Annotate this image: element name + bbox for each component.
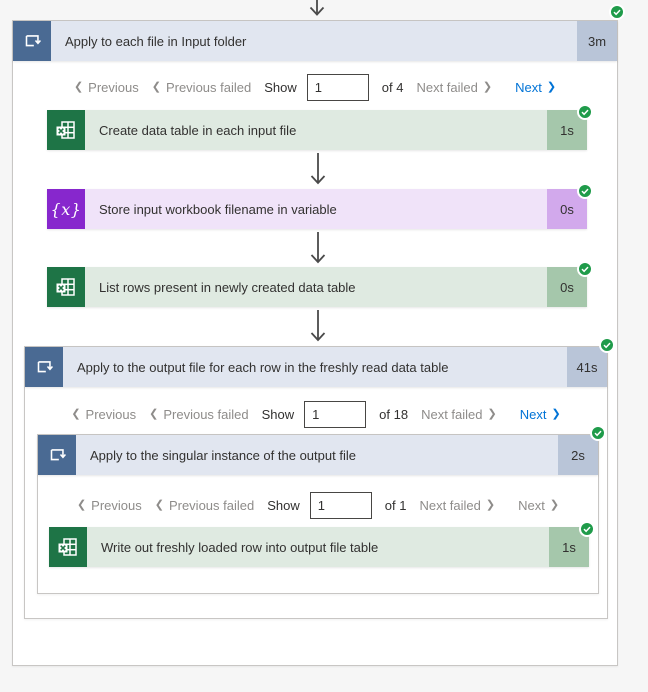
- loop-card-output-file-rows: Apply to the output file for each row in…: [24, 337, 615, 619]
- duration-chip: 3m: [577, 21, 617, 61]
- chevron-right-icon: ❯: [485, 498, 496, 511]
- action-title: Store input workbook filename in variabl…: [85, 189, 547, 229]
- connector-arrow: [308, 310, 328, 344]
- pager-previous-button[interactable]: ❮ Previous: [73, 79, 139, 95]
- pager-next-button[interactable]: Next ❯: [515, 79, 557, 95]
- loop-header-singular-instance[interactable]: Apply to the singular instance of the ou…: [38, 425, 606, 475]
- success-check-icon: [590, 425, 606, 441]
- pager-show-label: Show: [267, 497, 300, 513]
- pager-next-button[interactable]: Next ❯: [519, 406, 561, 422]
- pager-next-failed-button[interactable]: Next failed ❯: [419, 497, 496, 513]
- pager-page-input[interactable]: [304, 400, 367, 428]
- pager-row-loop: ❮ Previous ❮ Previous failed Show of 18 …: [25, 399, 607, 429]
- loop-title: Apply to the singular instance of the ou…: [76, 435, 558, 475]
- pager-previous-failed-button[interactable]: ❮ Previous failed: [154, 497, 255, 513]
- pager-previous-button[interactable]: ❮ Previous: [71, 406, 137, 422]
- excel-icon: [47, 110, 85, 150]
- loop-card-apply-to-each-file: Apply to each file in Input folder 3m ❮ …: [12, 4, 625, 666]
- action-card-write-row[interactable]: Write out freshly loaded row into output…: [49, 521, 595, 567]
- chevron-left-icon: ❮: [73, 80, 84, 93]
- excel-icon: [49, 527, 87, 567]
- duration-chip: 41s: [567, 347, 607, 387]
- loop-header-output-file-rows[interactable]: Apply to the output file for each row in…: [25, 337, 615, 387]
- success-check-icon: [577, 104, 593, 120]
- success-check-icon: [609, 4, 625, 20]
- pager-show-label: Show: [261, 406, 295, 422]
- chevron-right-icon: ❯: [487, 407, 497, 420]
- connector-arrow: [307, 0, 327, 18]
- pager-of-label: of 1: [384, 497, 407, 513]
- action-title: List rows present in newly created data …: [85, 267, 547, 307]
- action-card-create-data-table[interactable]: Create data table in each input file 1s: [47, 104, 593, 150]
- pager-page-input[interactable]: [306, 73, 369, 101]
- loop-header-apply-to-each-file[interactable]: Apply to each file in Input folder 3m: [13, 4, 625, 61]
- chevron-right-icon: ❯: [549, 498, 560, 511]
- action-title: Create data table in each input file: [85, 110, 547, 150]
- chevron-left-icon: ❮: [154, 498, 164, 511]
- connector-arrow: [308, 153, 328, 187]
- success-check-icon: [577, 261, 593, 277]
- chevron-left-icon: ❮: [151, 80, 161, 93]
- chevron-right-icon: ❯: [546, 80, 557, 93]
- pager-of-label: of 4: [381, 79, 404, 95]
- success-check-icon: [577, 183, 593, 199]
- excel-icon: [47, 267, 85, 307]
- action-card-list-rows[interactable]: List rows present in newly created data …: [47, 261, 593, 307]
- chevron-left-icon: ❮: [71, 407, 81, 420]
- chevron-right-icon: ❯: [482, 80, 493, 93]
- apply-to-each-loop-icon: [13, 21, 51, 61]
- apply-to-each-loop-icon: [38, 435, 76, 475]
- success-check-icon: [579, 521, 595, 537]
- duration-chip: 0s: [547, 267, 587, 307]
- pager-next-button[interactable]: Next ❯: [518, 497, 560, 513]
- pager-previous-button[interactable]: ❮ Previous: [76, 497, 142, 513]
- pager-show-label: Show: [264, 79, 297, 95]
- loop-card-singular-instance: Apply to the singular instance of the ou…: [37, 425, 606, 594]
- pager-singular-loop: ❮ Previous ❮ Previous failed Show of 1 N…: [38, 490, 598, 520]
- chevron-left-icon: ❮: [76, 498, 87, 511]
- action-card-store-variable[interactable]: {x} Store input workbook filename in var…: [47, 183, 593, 229]
- connector-arrow: [308, 232, 328, 266]
- action-title: Write out freshly loaded row into output…: [87, 527, 549, 567]
- loop-title: Apply to each file in Input folder: [51, 21, 577, 61]
- variable-icon: {x}: [47, 189, 85, 229]
- loop-title: Apply to the output file for each row in…: [63, 347, 567, 387]
- pager-previous-failed-button[interactable]: ❮ Previous failed: [149, 406, 249, 422]
- success-check-icon: [599, 337, 615, 353]
- chevron-right-icon: ❯: [551, 407, 561, 420]
- duration-chip: 2s: [558, 435, 598, 475]
- chevron-left-icon: ❮: [149, 407, 159, 420]
- apply-to-each-loop-icon: [25, 347, 63, 387]
- pager-of-label: of 18: [379, 406, 409, 422]
- pager-next-failed-button[interactable]: Next failed ❯: [421, 406, 497, 422]
- pager-previous-failed-button[interactable]: ❮ Previous failed: [151, 79, 252, 95]
- pager-next-failed-button[interactable]: Next failed ❯: [416, 79, 493, 95]
- pager-page-input[interactable]: [309, 491, 372, 519]
- pager-outer-loop: ❮ Previous ❮ Previous failed Show of 4 N…: [13, 71, 617, 103]
